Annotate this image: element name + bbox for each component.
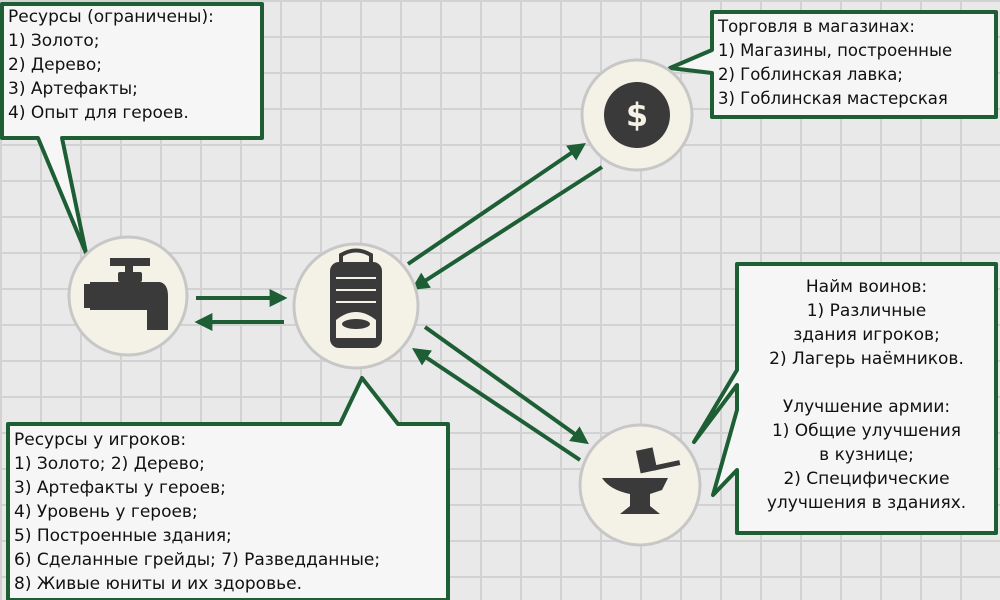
shop-trade-item-1: 1) Магазины, построенные [718, 41, 953, 60]
anvil-hammer-icon [602, 447, 681, 514]
shop-trade-item-3: 3) Гоблинская мастерская [718, 89, 948, 108]
faucet-icon [84, 258, 168, 330]
node-tap [67, 235, 189, 357]
arrow-coin-to-backpack [410, 165, 604, 290]
callout-hire [692, 262, 998, 535]
shop-trade-item-2: 2) Гоблинская лавка; [718, 65, 903, 84]
arrow-backpack-to-coin [406, 142, 586, 266]
upgrade-item-2: в кузнице; [819, 445, 914, 465]
callout-player-resources [6, 376, 450, 600]
node-anvil [578, 423, 702, 547]
upgrade-title: Улучшение армии: [782, 397, 951, 417]
callout-shop-trade [668, 10, 998, 119]
dollar-coin-icon: $ [604, 82, 670, 148]
hire-item-3: 2) Лагерь наёмников. [769, 349, 964, 369]
hire-text: Найм воинов: 1) Различные здания игроков… [741, 275, 992, 515]
shop-trade-title: Торговля в магазинах: [718, 17, 915, 36]
arrow-anvil-to-backpack [412, 348, 582, 462]
resources-limited-text: Ресурсы (ограничены): 1) Золото; 2) Дере… [8, 5, 214, 125]
arrow-backpack-to-anvil [423, 325, 589, 445]
upgrade-item-4: улучшения в зданиях. [766, 493, 967, 513]
player-resources-text: Ресурсы у игроков: 1) Золото; 2) Дерево;… [14, 428, 380, 596]
node-coin: $ [580, 58, 694, 172]
node-backpack [292, 242, 420, 370]
shop-trade-text: Торговля в магазинах: 1) Магазины, постр… [718, 15, 952, 111]
upgrade-item-3: 2) Специфические [783, 469, 950, 489]
player-resources-item-1: 1) Золото; 2) Дерево; [14, 454, 205, 474]
player-resources-item-2: 3) Артефакты у героев; [14, 478, 226, 498]
svg-text:$: $ [626, 96, 648, 134]
hire-title: Найм воинов: [805, 277, 928, 297]
backpack-icon [330, 248, 382, 348]
player-resources-item-3: 4) Уровень у героев; [14, 502, 198, 522]
player-resources-item-4: 5) Построенные здания; [14, 526, 232, 546]
callout-resources-limited [0, 2, 264, 255]
resources-limited-item-4: 4) Опыт для героев. [8, 103, 189, 123]
upgrade-item-1: 1) Общие улучшения [771, 421, 962, 441]
player-resources-item-6: 8) Живые юниты и их здоровье. [14, 574, 302, 594]
resources-limited-item-2: 2) Дерево; [8, 55, 102, 75]
resources-limited-item-3: 3) Артефакты; [8, 79, 138, 99]
hire-item-2: здания игроков; [793, 325, 940, 345]
resources-limited-title: Ресурсы (ограничены): [8, 7, 214, 27]
player-resources-title: Ресурсы у игроков: [14, 430, 187, 450]
flow-arrows [194, 142, 604, 462]
player-resources-item-5: 6) Сделанные грейды; 7) Разведданные; [14, 550, 381, 570]
hire-item-1: 1) Различные [806, 301, 927, 321]
resources-limited-item-1: 1) Золото; [8, 31, 100, 51]
